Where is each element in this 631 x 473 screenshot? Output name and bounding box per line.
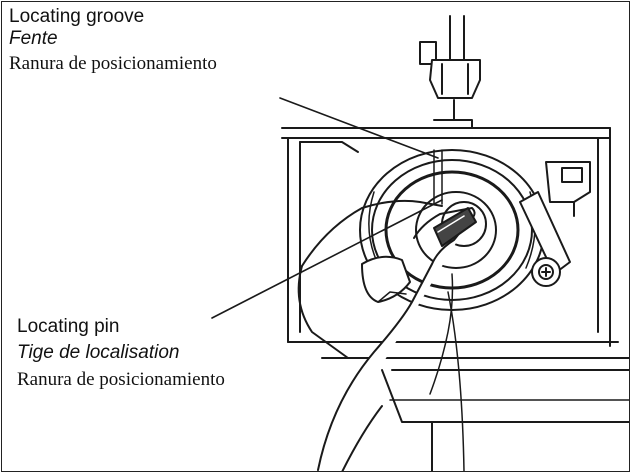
pin-label-fr: Tige de localisation bbox=[17, 342, 179, 364]
pin-label-en: Locating pin bbox=[17, 316, 119, 338]
groove-label-es: Ranura de posicionamiento bbox=[9, 53, 217, 75]
hook-lever bbox=[520, 162, 590, 286]
pin-label-es: Ranura de posicionamiento bbox=[17, 369, 225, 391]
groove-label-en: Locating groove bbox=[9, 6, 144, 28]
groove-label-fr: Fente bbox=[9, 28, 58, 50]
presser-foot bbox=[420, 16, 480, 120]
